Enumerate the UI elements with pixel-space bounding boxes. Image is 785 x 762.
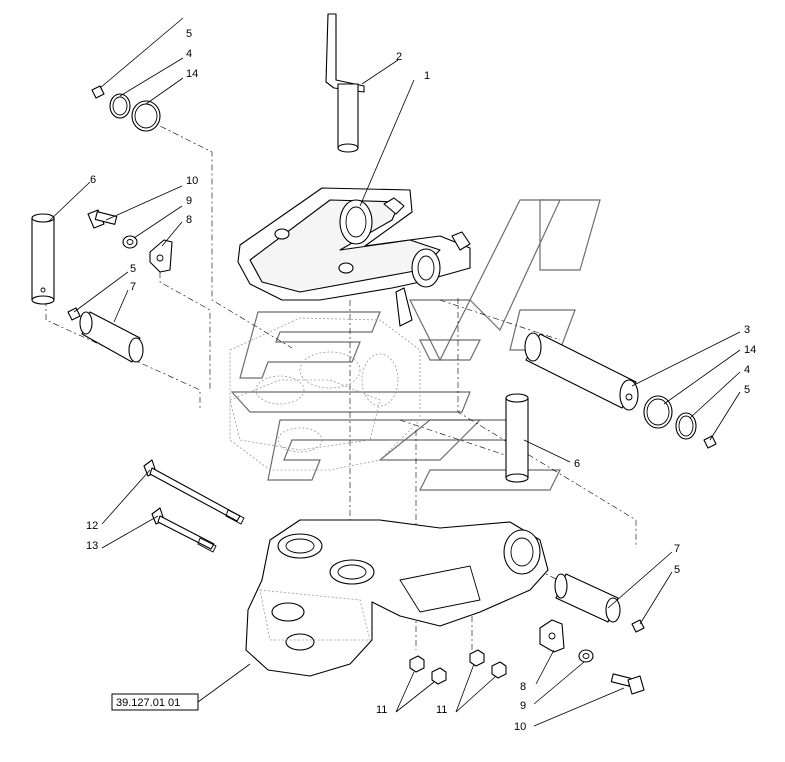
- callout-labels: 5 4 14 2 1 6 10 9 8 5 7 3 14 4 5 6 12 13…: [86, 28, 756, 733]
- callout-4: 4: [186, 48, 192, 60]
- callout-13: 13: [86, 540, 98, 552]
- callout-8: 8: [520, 681, 526, 693]
- leader-lines: [47, 17, 741, 727]
- callout-9: 9: [186, 195, 192, 207]
- long-bolt-12: [143, 459, 245, 525]
- lock-plate-lower-right: [539, 619, 565, 653]
- callout-1: 1: [424, 70, 430, 82]
- callout-7: 7: [674, 543, 680, 555]
- callout-5: 5: [186, 28, 192, 40]
- callout-9: 9: [520, 700, 526, 712]
- callout-5: 5: [130, 263, 136, 275]
- grease-nipple-lower-right: [631, 619, 645, 633]
- reference-code-box: 39.127.01 01: [111, 693, 199, 711]
- grease-nipple-left: [67, 307, 81, 321]
- nut-11-a: [409, 655, 425, 673]
- nut-11-d: [491, 661, 507, 679]
- long-bolt-13: [151, 507, 217, 553]
- callout-5: 5: [744, 384, 750, 396]
- bushing-lower-right: [554, 573, 621, 623]
- callout-4: 4: [744, 364, 750, 376]
- callout-12: 12: [86, 520, 98, 532]
- callout-8: 8: [186, 214, 192, 226]
- bolt-lower-right: [610, 673, 645, 695]
- bushing-left: [79, 311, 144, 363]
- reference-code: 39.127.01 01: [116, 697, 180, 709]
- pin-right-horizontal: [524, 332, 639, 411]
- upper-bracket-plate: [237, 187, 471, 327]
- o-ring-right: [643, 395, 673, 429]
- grease-nipple-right: [703, 435, 717, 449]
- snap-ring-top: [109, 93, 131, 119]
- callout-3: 3: [744, 324, 750, 336]
- main-frame-casting: [229, 317, 549, 677]
- callout-6: 6: [574, 458, 580, 470]
- callout-5: 5: [674, 564, 680, 576]
- grease-nipple-top: [91, 85, 105, 99]
- upper-pin-with-handle: [325, 13, 365, 153]
- bolt-upper-left: [87, 209, 118, 229]
- lock-plate-upper-left: [149, 239, 173, 273]
- callout-11: 11: [436, 704, 447, 716]
- callout-14: 14: [186, 68, 198, 80]
- callout-14: 14: [744, 344, 756, 356]
- washer-lower-right: [578, 649, 594, 663]
- nut-11-b: [431, 667, 447, 685]
- pin-left: [31, 213, 55, 305]
- pin-right-vertical: [505, 393, 529, 483]
- snap-ring-right: [675, 412, 697, 440]
- callout-10: 10: [186, 175, 198, 187]
- callout-10: 10: [514, 721, 526, 733]
- nut-11-c: [469, 649, 485, 667]
- callout-2: 2: [396, 51, 402, 63]
- washer-upper-left: [122, 235, 138, 249]
- callout-11: 11: [376, 704, 387, 716]
- o-ring-top: [131, 100, 161, 132]
- callout-6: 6: [90, 174, 96, 186]
- callout-7: 7: [130, 281, 136, 293]
